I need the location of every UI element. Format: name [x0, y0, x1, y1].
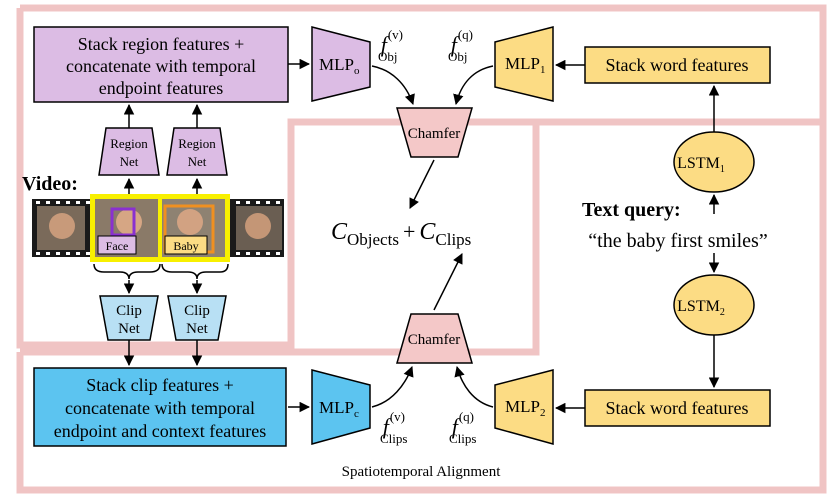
- svg-text:Clip: Clip: [116, 303, 142, 319]
- chamfer-top-label: Chamfer: [408, 126, 460, 142]
- f-clips-v-label: f(v)Clips: [380, 409, 407, 446]
- region-stack-line-2: concatenate with temporal: [66, 56, 256, 76]
- svg-text:Region: Region: [178, 136, 216, 151]
- word-stack-bottom-label: Stack word features: [606, 398, 749, 418]
- frame-braces: [93, 263, 229, 280]
- region-stack-line-1: Stack region features +: [78, 34, 245, 54]
- clip-stack-line-2: concatenate with temporal: [65, 398, 255, 418]
- spatiotemporal-alignment-label: Spatiotemporal Alignment: [342, 464, 502, 480]
- word-stack-top-label: Stack word features: [606, 55, 749, 75]
- f-obj-q-label: f(q)Obj: [448, 27, 473, 64]
- mlp-q2-block: MLP2: [494, 369, 554, 445]
- svg-text:Net: Net: [186, 321, 208, 337]
- text-query-label: Text query:: [582, 199, 681, 221]
- region-stack-line-3: endpoint features: [99, 78, 223, 98]
- clip-stack-line-1: Stack clip features +: [86, 375, 234, 395]
- top-section-outline: [16, 4, 827, 349]
- f-clips-q-label: f(q)Clips: [449, 409, 476, 446]
- region-stack-box: Stack region features + concatenate with…: [33, 26, 289, 103]
- query-text: “the baby first smiles”: [588, 230, 767, 252]
- lstm-1-label: LSTM1: [677, 155, 725, 175]
- mlp-obj-label: MLPo: [319, 55, 360, 77]
- svg-text:Region: Region: [110, 136, 148, 151]
- region-net-1: Region Net: [98, 127, 160, 176]
- word-stack-bottom-box: Stack word features: [584, 389, 771, 427]
- lstm-1: LSTM1: [673, 131, 755, 193]
- chamfer-bottom-block: Chamfer: [396, 313, 473, 364]
- mlp-q1-block: MLP1: [494, 26, 554, 102]
- mlp-clip-block: MLPc: [311, 369, 371, 445]
- loss-expression: CObjects+CClips: [331, 219, 471, 249]
- baby-label: Baby: [173, 239, 198, 253]
- region-net-2: Region Net: [166, 127, 228, 176]
- clip-net-2: Clip Net: [167, 295, 227, 341]
- svg-text:Net: Net: [118, 321, 140, 337]
- mlp-clip-label: MLPc: [319, 398, 359, 420]
- lstm-2: LSTM2: [673, 274, 755, 336]
- svg-text:Net: Net: [120, 154, 139, 169]
- clip-net-1: Clip Net: [99, 295, 159, 341]
- clip-stack-line-3: endpoint and context features: [54, 421, 266, 441]
- mlp-obj-block: MLPo: [311, 26, 371, 102]
- highlighted-frames: Face Baby: [90, 194, 230, 262]
- f-obj-v-label: f(v)Obj: [378, 27, 403, 64]
- svg-text:Net: Net: [188, 154, 207, 169]
- clip-stack-box: Stack clip features + concatenate with t…: [33, 367, 287, 447]
- chamfer-top-block: Chamfer: [396, 107, 473, 158]
- mlp-q2-label: MLP2: [505, 397, 545, 419]
- bottom-section-outline: [16, 118, 827, 494]
- video-film-strip: [32, 199, 284, 257]
- mlp-q1-label: MLP1: [505, 54, 545, 76]
- lstm-2-label: LSTM2: [677, 298, 725, 318]
- word-stack-top-box: Stack word features: [584, 46, 771, 84]
- section-outlines: [16, 4, 827, 494]
- chamfer-bottom-label: Chamfer: [408, 332, 460, 348]
- face-label: Face: [106, 239, 129, 253]
- arrows: [123, 58, 720, 414]
- face-bounding-box: [110, 207, 136, 237]
- video-label: Video:: [22, 173, 78, 195]
- svg-text:Clip: Clip: [184, 303, 210, 319]
